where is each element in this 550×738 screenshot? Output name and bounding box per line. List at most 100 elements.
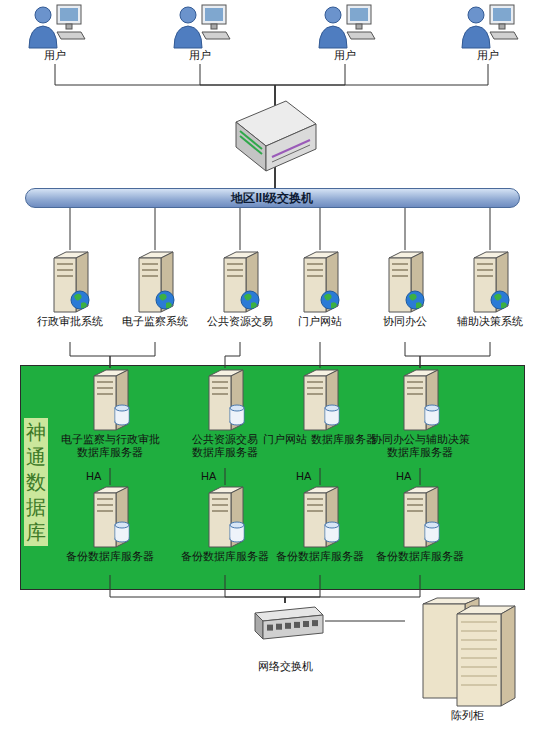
monitor <box>57 5 81 24</box>
connector-line <box>70 342 110 368</box>
server-front <box>404 376 426 430</box>
drive-bay <box>212 498 228 500</box>
drive-bay <box>407 393 423 395</box>
connector-line <box>420 468 421 485</box>
node-label: 电子监察与行政审批 数据库服务器 <box>49 433 171 459</box>
globe-badge <box>71 291 89 309</box>
drive-bay <box>407 510 423 512</box>
server-side <box>116 487 128 547</box>
monitor-stand <box>356 24 362 29</box>
drive-bay <box>307 387 323 389</box>
node-label: 备份数据库服务器 <box>164 550 286 563</box>
keyboard <box>347 32 375 39</box>
database-server: 公共资源交易 数据库服务器 <box>170 368 280 468</box>
globe-land <box>324 294 337 308</box>
user-icon <box>29 5 85 48</box>
drive-bay <box>97 510 113 512</box>
server-front <box>304 493 326 547</box>
backup-server: 备份数据库服务器 <box>265 485 375 575</box>
node-icon <box>310 2 380 48</box>
server-front <box>304 376 326 430</box>
connector-line <box>55 64 275 188</box>
app-server: 辅助决策系统 <box>448 250 532 342</box>
drive-bay <box>227 263 243 265</box>
node-label: 用户 <box>447 49 529 62</box>
edge-label: HA <box>86 470 101 483</box>
server-icon <box>304 252 339 312</box>
node-icon <box>113 250 197 314</box>
server-icon <box>209 487 244 547</box>
cabinet-slot <box>461 622 497 623</box>
drive-bay <box>477 275 493 277</box>
cabinet-front <box>457 614 501 706</box>
drive-bay <box>57 263 73 265</box>
node-icon <box>28 250 112 314</box>
monitor-stand <box>499 24 505 29</box>
connector-line <box>155 208 156 250</box>
node-label: 协同办公与辅助决策 数据库服务器 <box>359 433 481 459</box>
user-terminal: 用户 <box>20 2 90 64</box>
node-icon <box>165 2 235 48</box>
router-stripe <box>272 145 310 162</box>
connector-line <box>70 208 71 250</box>
node-label: 网络交换机 <box>239 660 331 673</box>
cabinet-slot <box>461 658 497 659</box>
app-server: 行政审批系统 <box>28 250 112 342</box>
switch-side <box>255 613 263 639</box>
globe-badge <box>241 291 259 309</box>
globe-badge <box>321 291 339 309</box>
drive-bay <box>57 269 73 271</box>
server-front <box>209 376 231 430</box>
router-icon <box>236 101 316 171</box>
database-server: 协同办公与辅助决策 数据库服务器 <box>365 368 475 468</box>
monitor-screen <box>205 8 223 21</box>
connector-line <box>490 208 491 250</box>
connector-line <box>110 575 285 603</box>
database-server: 电子监察与行政审批 数据库服务器 <box>55 368 165 468</box>
drive-bay <box>142 263 158 265</box>
person-head <box>325 7 341 23</box>
node-icon <box>20 2 90 48</box>
server-icon <box>404 370 439 430</box>
connector-line <box>420 342 490 368</box>
disk-array: 陈列柜 <box>405 596 530 731</box>
connector-line <box>320 342 321 368</box>
drive-bay <box>57 275 73 277</box>
backup-server: 备份数据库服务器 <box>55 485 165 575</box>
connector-line <box>325 621 405 622</box>
cabinet-slot <box>461 685 497 686</box>
person-head <box>35 7 51 23</box>
drive-bay <box>407 504 423 506</box>
node-label: 备份数据库服务器 <box>259 550 381 563</box>
person-head <box>180 7 196 23</box>
node-label: 门户网站 <box>272 315 368 328</box>
server-side <box>326 487 338 547</box>
drive-bay <box>477 263 493 265</box>
backup-server: 备份数据库服务器 <box>170 485 280 575</box>
router-side <box>236 122 266 171</box>
connector-group <box>55 64 490 621</box>
node-label: 用户 <box>14 49 96 62</box>
edge-label: HA <box>396 470 411 483</box>
node-label: 公共资源交易 <box>192 315 288 328</box>
connector-line <box>225 575 285 603</box>
app-server: 公共资源交易 <box>198 250 282 342</box>
monitor <box>490 5 514 24</box>
server-icon <box>54 252 89 312</box>
db-cylinder <box>425 522 439 528</box>
server-icon <box>304 487 339 547</box>
node-label: 备份数据库服务器 <box>49 550 171 563</box>
drive-bay <box>307 381 323 383</box>
server-icon <box>94 370 129 430</box>
server-icon <box>304 370 339 430</box>
globe-land <box>159 294 172 308</box>
keyboard <box>57 32 85 39</box>
drive-bay <box>392 269 408 271</box>
globe-badge <box>406 291 424 309</box>
server-icon <box>474 252 509 312</box>
node-label: 地区III级交换机 <box>26 189 519 207</box>
server-side <box>326 370 338 430</box>
node-label: 行政审批系统 <box>22 315 118 328</box>
drive-bay <box>307 275 323 277</box>
